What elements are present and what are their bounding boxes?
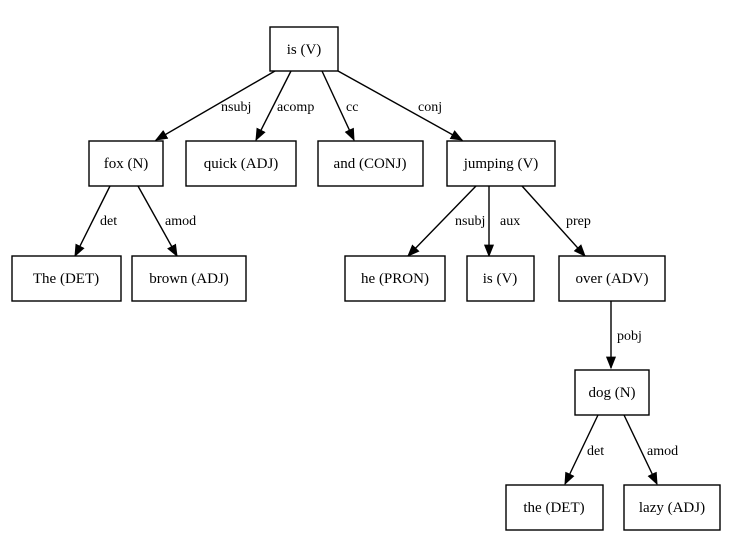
node-label-dog: dog (N) (588, 385, 635, 401)
node-label-the-det-2: the (DET) (523, 500, 584, 516)
node-label-quick: quick (ADJ) (204, 156, 279, 172)
node-the-det-1: The (DET) (11, 255, 122, 302)
node-and: and (CONJ) (317, 140, 424, 187)
node-label-and: and (CONJ) (334, 156, 407, 172)
edge-label-dog-the: det (587, 444, 604, 459)
edge-label-jumping-over: prep (566, 214, 591, 229)
node-quick: quick (ADJ) (185, 140, 297, 187)
node-label-over: over (ADV) (576, 271, 649, 287)
node-label-is-root: is (V) (287, 42, 322, 58)
node-label-is-aux: is (V) (483, 271, 518, 287)
edge-jumping-he (407, 185, 477, 257)
node-he: he (PRON) (344, 255, 446, 302)
node-is-aux: is (V) (466, 255, 535, 302)
node-fox: fox (N) (88, 140, 164, 187)
edges (74, 70, 658, 486)
edge-label-fox-brown: amod (165, 214, 196, 229)
edge-dog-the (564, 414, 599, 486)
edge-root-jumping (337, 70, 464, 141)
node-is-root: is (V) (269, 26, 339, 72)
node-brown: brown (ADJ) (131, 255, 247, 302)
edge-fox-brown (137, 185, 178, 258)
edge-root-and (321, 70, 355, 142)
edge-dog-lazy (623, 414, 658, 486)
edge-labels: nsubj acomp cc conj det amod nsubj aux p… (100, 100, 678, 459)
node-label-fox: fox (N) (104, 156, 149, 172)
edge-label-jumping-he: nsubj (455, 214, 485, 229)
node-lazy: lazy (ADJ) (623, 484, 721, 531)
edge-jumping-over (521, 185, 586, 257)
edge-label-jumping-is: aux (500, 214, 520, 229)
edge-label-root-and: cc (346, 100, 358, 115)
node-label-brown: brown (ADJ) (149, 271, 229, 287)
node-jumping: jumping (V) (446, 140, 556, 187)
nodes: is (V) fox (N) quick (ADJ) and (CONJ) ju… (11, 26, 721, 531)
node-label-lazy: lazy (ADJ) (639, 500, 705, 516)
edge-root-fox (154, 70, 276, 141)
edge-label-fox-the: det (100, 214, 117, 229)
edge-label-over-dog: pobj (617, 329, 642, 344)
node-label-jumping: jumping (V) (463, 156, 539, 172)
node-label-he: he (PRON) (361, 271, 429, 287)
edge-label-dog-lazy: amod (647, 444, 678, 459)
node-over: over (ADV) (558, 255, 666, 302)
node-label-the-det-1: The (DET) (33, 271, 99, 287)
node-the-det-2: the (DET) (505, 484, 604, 531)
edge-label-root-quick: acomp (277, 100, 314, 115)
edge-root-quick (255, 70, 292, 142)
edge-label-root-jumping: conj (418, 100, 442, 115)
edge-label-root-fox: nsubj (221, 100, 251, 115)
node-dog: dog (N) (574, 369, 650, 416)
edge-fox-the (74, 185, 111, 258)
